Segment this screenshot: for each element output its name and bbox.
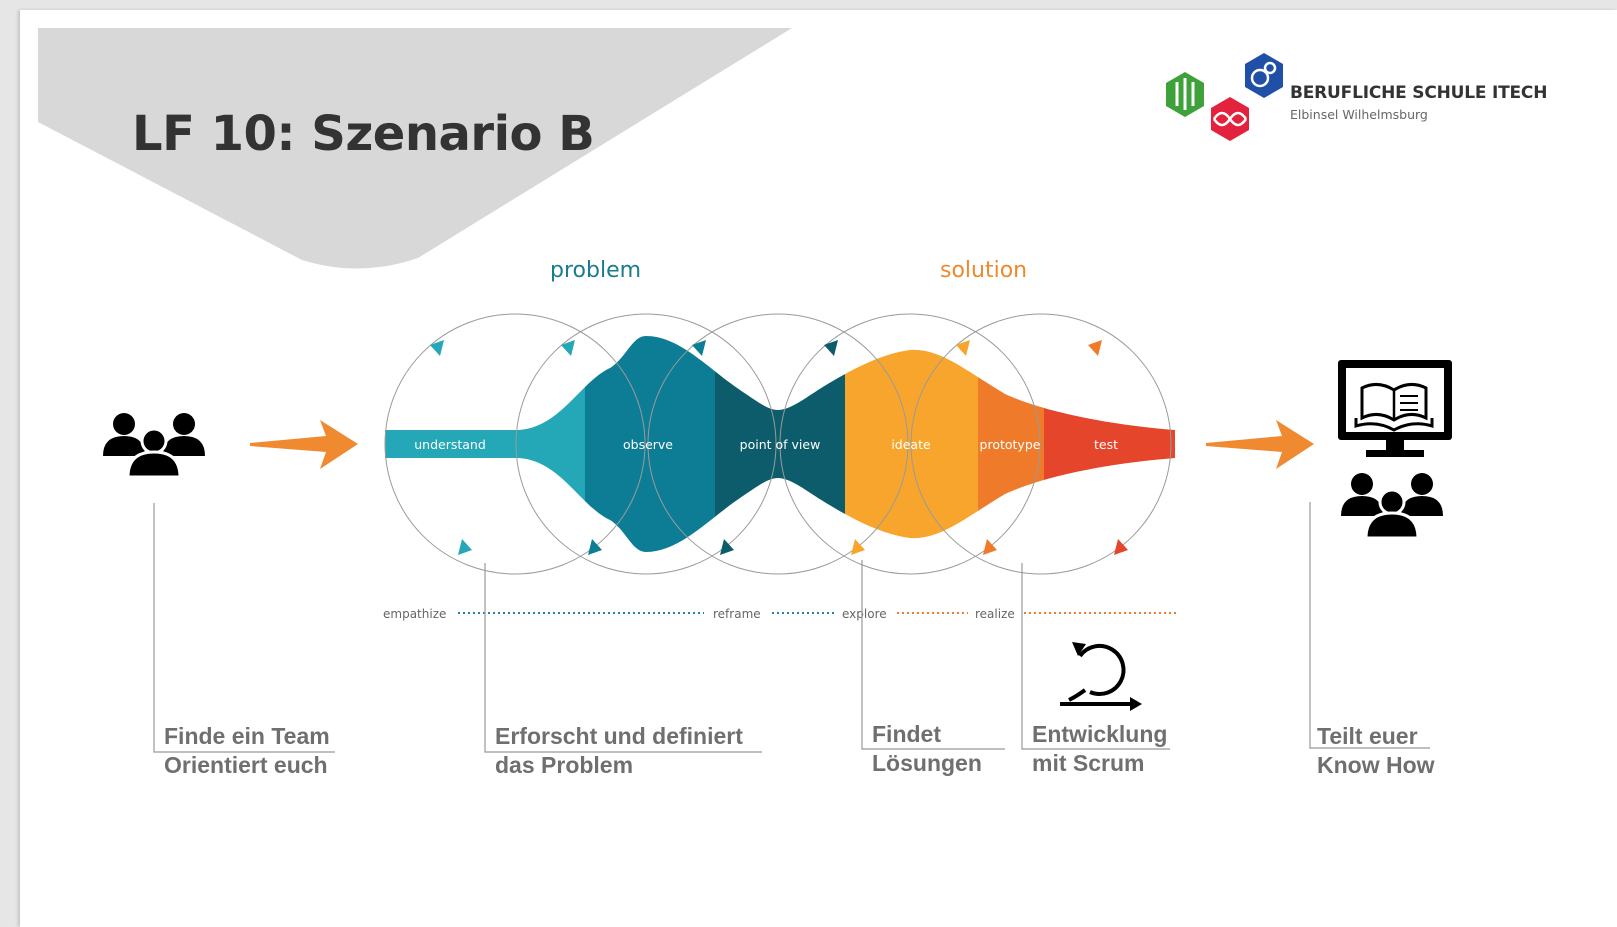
caption-solutions-line1: Findet: [872, 721, 941, 747]
cycle-arrowheads: [430, 340, 1128, 555]
caption-team-line1: Finde ein Team: [164, 723, 330, 749]
scrum-cycle-icon: [1060, 642, 1142, 711]
stage-circle-2: [515, 313, 777, 575]
phase-problem-label: problem: [550, 258, 642, 283]
mode-label-realize: realize: [975, 607, 1015, 621]
monitor-book-icon: [1338, 360, 1452, 457]
school-logo: [1166, 53, 1283, 141]
mode-label-reframe: reframe: [713, 607, 761, 621]
caption-problem-line2: das Problem: [495, 752, 634, 778]
stage-label-prototype: prototype: [980, 437, 1041, 452]
stage-label-ideate: ideate: [891, 437, 931, 452]
design-thinking-diagram: understand observe point of view ideate …: [103, 313, 1452, 753]
caption-team-line2: Orientiert euch: [164, 752, 328, 778]
stage-band-observe: [585, 336, 715, 552]
school-subtitle: Elbinsel Wilhelmsburg: [1290, 107, 1428, 122]
stage-circle-4: [779, 313, 1041, 575]
logo-red-hex-icon: [1211, 97, 1249, 141]
stage-label-understand: understand: [414, 437, 486, 452]
arrow-right-icon-right: [1206, 420, 1314, 469]
logo-green-hex-icon: [1166, 72, 1204, 117]
caption-scrum-line2: mit Scrum: [1032, 750, 1145, 776]
mode-label-explore: explore: [842, 607, 887, 621]
stage-circle-1: [384, 313, 646, 575]
caption-share-line1: Teilt euer: [1317, 723, 1418, 749]
stage-circle-5: [910, 313, 1172, 575]
logo-blue-hex-icon: [1245, 53, 1283, 98]
school-name: BERUFLICHE SCHULE ITECH: [1290, 83, 1548, 103]
slide: LF 10: Szenario B BERUFLICHE SCHULE ITEC…: [20, 10, 1617, 927]
stage-label-observe: observe: [623, 437, 673, 452]
caption-problem: Erforscht und definiert das Problem: [495, 722, 743, 780]
banner-shape: [38, 28, 792, 269]
stage-label-test: test: [1094, 437, 1118, 452]
caption-problem-line1: Erforscht und definiert: [495, 723, 743, 749]
team-icon-left: [103, 413, 205, 479]
page-title: LF 10: Szenario B: [132, 106, 595, 162]
title-banner: [38, 28, 792, 269]
caption-share-line2: Know How: [1317, 752, 1435, 778]
caption-scrum: Entwicklung mit Scrum: [1032, 720, 1167, 778]
stage-circle-3: [647, 313, 909, 575]
stage-circles: [384, 313, 1172, 575]
caption-solutions: Findet Lösungen: [872, 720, 982, 778]
caption-scrum-line1: Entwicklung: [1032, 721, 1168, 747]
caption-leader-lines: [153, 502, 1430, 753]
mode-label-empathize: empathize: [383, 607, 446, 621]
team-icon-right: [1341, 473, 1443, 540]
caption-share: Teilt euer Know How: [1317, 722, 1435, 780]
caption-solutions-line2: Lösungen: [872, 750, 982, 776]
stage-label-point-of-view: point of view: [740, 437, 821, 452]
caption-team: Finde ein Team Orientiert euch: [164, 722, 330, 780]
arrow-right-icon-left: [250, 420, 358, 469]
phase-solution-label: solution: [940, 258, 1028, 283]
